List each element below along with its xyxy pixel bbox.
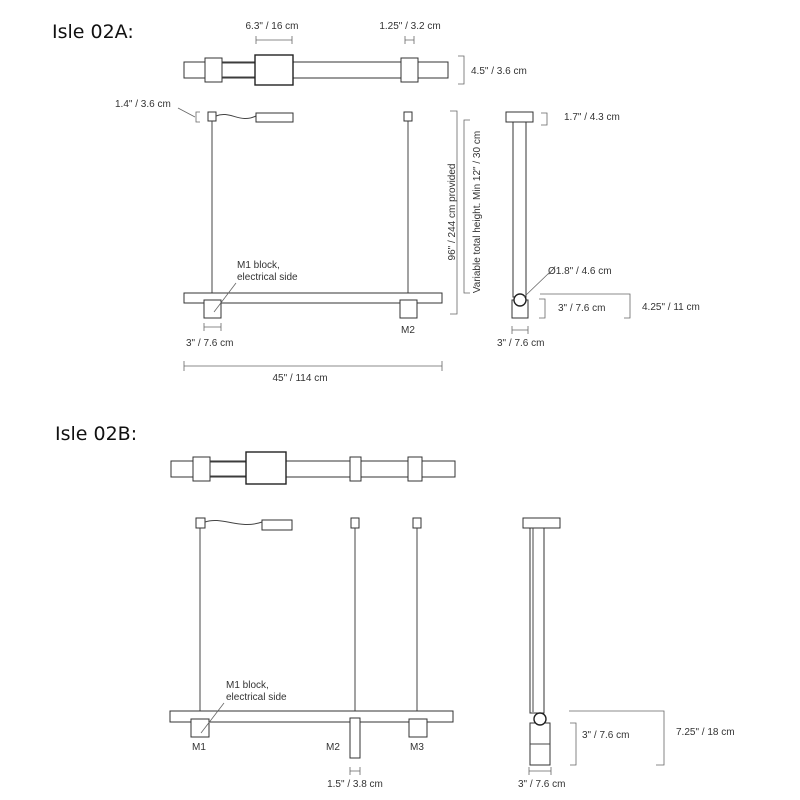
side-total-height-label: 4.25" / 11 cm [642, 302, 700, 313]
canopy-width-dim [255, 36, 293, 44]
clamp [400, 57, 419, 83]
cable [210, 461, 246, 477]
cable [222, 62, 256, 78]
canopy-front [261, 519, 293, 531]
top-view-02a: 6.3" / 16 cm 1.25" / 3.2 cm 4.5" / 3.6 c… [183, 21, 527, 86]
suspension-cable [199, 528, 418, 722]
isle-02b: Isle 02B: M1 block, electrical side M1 M [55, 423, 735, 790]
m2-block [399, 299, 418, 319]
light-bar-front [183, 292, 443, 304]
side-total-height-label: 7.25" / 18 cm [676, 727, 735, 738]
block-height-dim [570, 722, 577, 766]
clamp [349, 456, 362, 482]
clamp [407, 456, 423, 482]
total-height-dim [569, 710, 665, 766]
side-canopy-height-label: 1.7" / 4.3 cm [564, 112, 620, 123]
leader-line [200, 702, 225, 734]
canopy-side [522, 517, 561, 529]
block-note-line2: electrical side [226, 692, 287, 703]
clamp-width-dim [404, 36, 415, 44]
m2-label: M2 [326, 742, 340, 753]
bar-section [533, 712, 547, 726]
variable-height-label: Variable total height. Min 12" / 30 cm [472, 131, 483, 293]
power-cord [215, 114, 257, 120]
m1-label: M1 [192, 742, 206, 753]
top-view-02b [170, 451, 456, 485]
bar-section [513, 293, 527, 307]
front-view-02b: M1 block, electrical side M1 M2 M3 1.5" … [169, 517, 454, 790]
side-block-width-label: 3" / 7.6 cm [518, 779, 565, 790]
total-height-dim [540, 293, 631, 319]
total-length-label: 45" / 114 cm [272, 373, 327, 384]
m2-width-dim [349, 767, 361, 775]
side-view-02b: 3" / 7.6 cm 7.25" / 18 cm 3" / 7.6 cm [518, 517, 735, 790]
isle-02a: Isle 02A: 6.3" / 16 cm 1.25" / 3.2 cm 4.… [52, 21, 700, 384]
depth-dim [458, 55, 465, 85]
canopy-width-label: 6.3" / 16 cm [245, 21, 298, 32]
clamp [204, 57, 223, 83]
canopy-top [254, 54, 294, 86]
cable-provided-label: 96" / 244 cm provided [447, 164, 458, 261]
light-bar-front [169, 710, 454, 723]
clamp [192, 456, 211, 482]
side-block-height-label: 3" / 7.6 cm [558, 303, 605, 314]
ceiling-mount [207, 111, 217, 122]
canopy-height-label: 1.4" / 3.6 cm [115, 99, 171, 110]
side-view-02a: 1.7" / 4.3 cm Ø1.8" / 4.6 cm 3" / 7.6 cm… [497, 111, 700, 349]
canopy-top [245, 451, 287, 485]
clamp-width-label: 1.25" / 3.2 cm [379, 21, 440, 32]
section-title-02b: Isle 02B: [55, 423, 137, 445]
block-height-dim [539, 298, 546, 319]
m2-width-label: 1.5" / 3.8 cm [327, 779, 383, 790]
m2-block [349, 717, 361, 759]
m1-block [190, 718, 210, 738]
side-block-height-label: 3" / 7.6 cm [582, 730, 629, 741]
block-note-line1: M1 block, [226, 680, 269, 691]
total-length-dim [183, 361, 443, 371]
m2-label: M2 [401, 325, 415, 336]
suspension-cable [211, 121, 409, 300]
rod-side [529, 527, 545, 714]
section-title-02a: Isle 02A: [52, 21, 134, 43]
canopy-height-dim [541, 112, 548, 126]
canopy-height-dim [177, 107, 200, 123]
m3-label: M3 [410, 742, 424, 753]
leader-line [213, 282, 237, 313]
rod-side [512, 121, 527, 298]
leader-line [523, 271, 551, 298]
ceiling-mount [195, 517, 206, 529]
diameter-label: Ø1.8" / 4.6 cm [548, 266, 612, 277]
m3-block [408, 718, 428, 738]
block-note-line2: electrical side [237, 272, 298, 283]
m1-block [203, 299, 222, 319]
block-width-label: 3" / 7.6 cm [186, 338, 233, 349]
front-view-02a: 1.4" / 3.6 cm M1 block, electrical side … [115, 99, 483, 384]
side-block-width-dim [511, 326, 529, 334]
light-bar-top [170, 460, 456, 478]
block-width-dim [203, 323, 222, 331]
canopy-side [505, 111, 534, 123]
depth-label: 4.5" / 3.6 cm [471, 66, 527, 77]
variable-height-dim [463, 119, 470, 294]
ceiling-mount [412, 517, 422, 529]
side-block-width-label: 3" / 7.6 cm [497, 338, 544, 349]
ceiling-mount [403, 111, 413, 122]
power-cord [204, 520, 263, 526]
ceiling-mount [350, 517, 360, 529]
canopy-front [255, 112, 294, 123]
light-bar-top [183, 61, 449, 79]
cable-length-dim [450, 110, 458, 315]
side-block-width-dim [528, 767, 552, 775]
block-note-line1: M1 block, [237, 260, 280, 271]
